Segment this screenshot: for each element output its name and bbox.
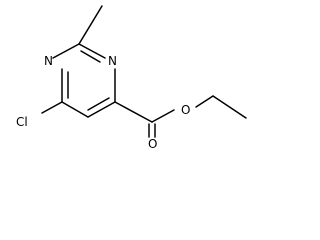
atom-chlorine: Cl — [16, 115, 28, 129]
bond-carbonyl-ester-oxygen — [151, 109, 175, 123]
bond-c5-c6 — [61, 101, 89, 118]
chemical-structure: N N Cl O O — [16, 5, 247, 151]
bond-ch2-ch3 — [212, 95, 247, 119]
bond-c2-n3 — [78, 43, 106, 59]
bond-c4-c5 — [87, 101, 116, 118]
bond-ester-oxygen-ch2 — [195, 95, 214, 108]
bond-c4-carbonyl-carbon — [114, 101, 153, 123]
atom-n-top-right: N — [108, 54, 117, 68]
bond-c2-n3-inner — [80, 50, 101, 63]
bond-n1-c2 — [52, 43, 80, 59]
bond-c6-chlorine — [41, 101, 63, 114]
bond-c4-c5-inner — [87, 97, 110, 111]
atom-carbonyl-oxygen: O — [148, 137, 157, 151]
atom-ester-oxygen: O — [181, 103, 190, 117]
bond-c2-methyl — [78, 5, 103, 45]
atom-n-top-left: N — [44, 54, 53, 68]
